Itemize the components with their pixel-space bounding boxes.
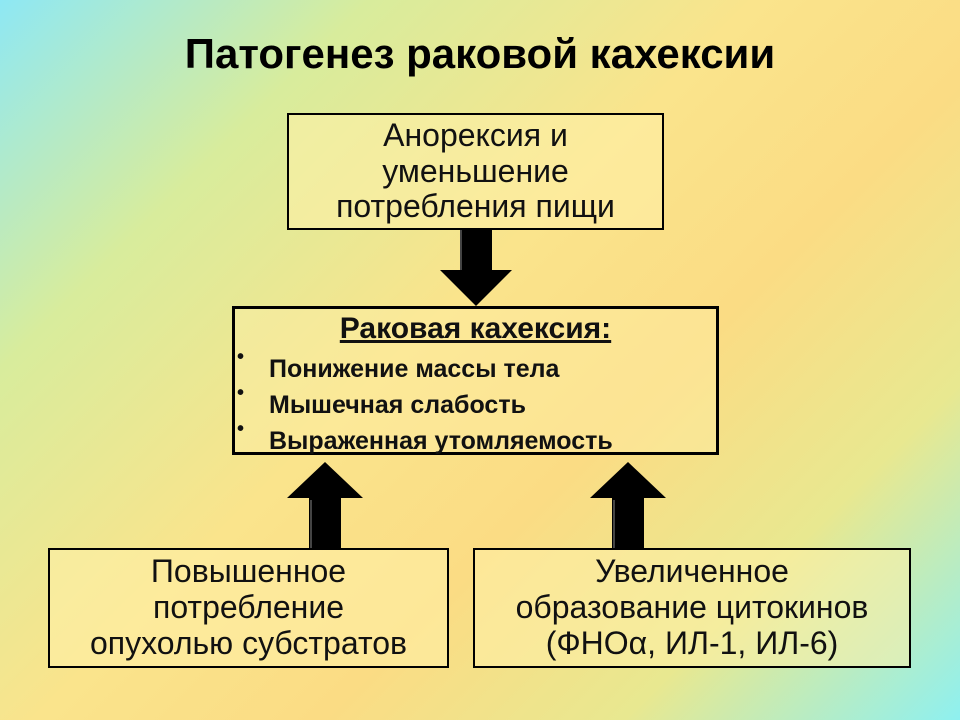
cachexia-heading: Раковая кахексия: xyxy=(339,312,612,345)
up-arrow-right-icon xyxy=(590,462,666,550)
cytokine-line-2: образование цитокинов xyxy=(515,589,869,626)
anorexia-line-1: Анорексия и xyxy=(383,116,568,153)
substrate-line-1: Повышенное xyxy=(150,553,347,590)
symptom-item: •Выраженная утомляемость xyxy=(237,418,613,455)
bullet-icon: • xyxy=(237,346,245,368)
bullet-icon: • xyxy=(237,418,245,440)
substrate-line-3: опухолью субстратов xyxy=(89,624,408,661)
cachexia-box: Раковая кахексия: •Понижение массы тела … xyxy=(232,306,719,455)
anorexia-line-2: уменьшение xyxy=(382,152,569,189)
symptom-item: •Мышечная слабость xyxy=(237,382,526,419)
slide-title: Патогенез раковой кахексии xyxy=(184,30,776,77)
up-arrow-left-icon xyxy=(287,462,363,550)
symptom-list: •Понижение массы тела •Мышечная слабость… xyxy=(235,346,716,459)
cytokine-line-3: (ФНОα, ИЛ-1, ИЛ-6) xyxy=(545,624,839,661)
down-arrow-icon xyxy=(440,228,512,306)
symptom-item: •Понижение массы тела xyxy=(237,346,560,383)
cytokine-box: Увеличенное образование цитокинов (ФНОα,… xyxy=(473,548,911,668)
substrate-line-2: потребление xyxy=(152,589,344,626)
bullet-icon: • xyxy=(237,382,245,404)
anorexia-line-3: потребления пищи xyxy=(336,188,615,225)
substrate-consumption-box: Повышенное потребление опухолью субстрат… xyxy=(48,548,449,668)
cytokine-line-1: Увеличенное xyxy=(595,553,789,590)
anorexia-box: Анорексия и уменьшение потребления пищи xyxy=(287,113,664,230)
